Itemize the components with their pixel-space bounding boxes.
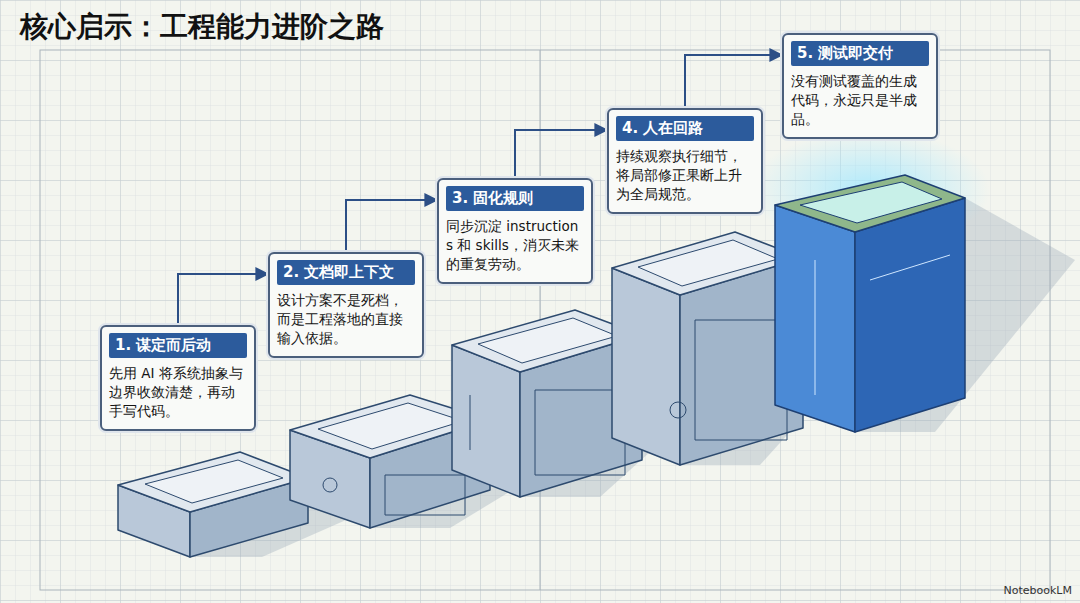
- step-body: 设计方案不是死档，而是工程落地的直接输入依据。: [277, 291, 415, 348]
- step-arrow: [346, 200, 437, 252]
- step-heading: 5. 测试即交付: [791, 41, 929, 66]
- step-callout: 2. 文档即上下文设计方案不是死档，而是工程落地的直接输入依据。: [268, 252, 424, 358]
- cube-shadows: [190, 198, 1075, 557]
- step-body: 持续观察执行细节，将局部修正果断上升为全局规范。: [616, 147, 754, 204]
- step-arrow: [685, 55, 782, 108]
- step-body: 没有测试覆盖的生成代码，永远只是半成品。: [791, 72, 929, 129]
- step-callout: 3. 固化规则同步沉淀 instructions 和 skills，消灭未来的重…: [437, 178, 593, 284]
- step-heading: 3. 固化规则: [446, 186, 584, 211]
- step-callout: 4. 人在回路持续观察执行细节，将局部修正果断上升为全局规范。: [607, 108, 763, 214]
- step-body: 先用 AI 将系统抽象与边界收敛清楚，再动手写代码。: [109, 364, 247, 421]
- step-arrow: [515, 130, 607, 178]
- cube: [118, 452, 308, 557]
- watermark: NotebookLM: [1004, 584, 1072, 597]
- step-arrow: [178, 274, 268, 325]
- step-heading: 4. 人在回路: [616, 116, 754, 141]
- step-body: 同步沉淀 instructions 和 skills，消灭未来的重复劳动。: [446, 217, 584, 274]
- step-heading: 1. 谋定而后动: [109, 333, 247, 358]
- step-callout: 5. 测试即交付没有测试覆盖的生成代码，永远只是半成品。: [782, 33, 938, 139]
- title: 核心启示：工程能力进阶之路: [20, 8, 384, 46]
- cube: [775, 175, 965, 432]
- step-callout: 1. 谋定而后动先用 AI 将系统抽象与边界收敛清楚，再动手写代码。: [100, 325, 256, 431]
- step-heading: 2. 文档即上下文: [277, 260, 415, 285]
